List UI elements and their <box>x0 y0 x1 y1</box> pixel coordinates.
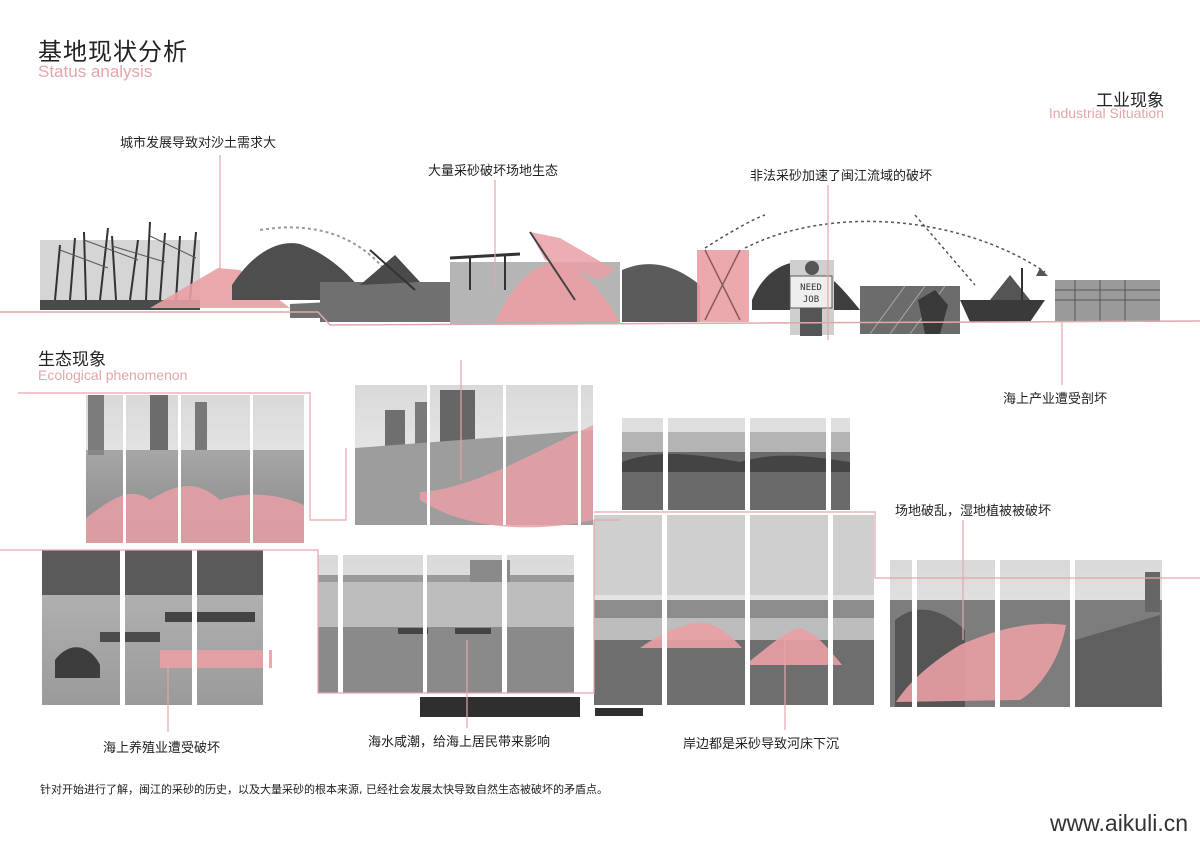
industrial-subtitle: Industrial Situation <box>1048 105 1164 121</box>
rail-photo <box>860 285 960 335</box>
photo-strip-dark <box>420 697 580 717</box>
caption-aquaculture: 海上养殖业遭受破坏 <box>103 741 221 756</box>
footnote: 针对开始进行了解，闽江的采砂的历史，以及大量采砂的根本来源, 已经社会发展太快导… <box>40 783 608 796</box>
caption-riverbed: 岸边都是采砂导致河床下沉 <box>683 737 840 752</box>
photo-fish-farm <box>42 550 272 705</box>
page-title: 基地现状分析 <box>38 38 188 66</box>
caption-salt-tide: 海水咸潮，给海上居民带来影响 <box>368 735 551 750</box>
flow-arrow <box>259 226 386 271</box>
dark-pile-photo <box>622 264 700 322</box>
caption-illegal-mining: 非法采砂加速了闽江流域的破坏 <box>750 169 933 184</box>
photo-riverbank-grass <box>622 418 850 510</box>
caption-ecology-damage: 大量采砂破坏场地生态 <box>428 164 559 179</box>
photo-sand-beach <box>594 515 874 705</box>
industrial-strip: NEED JOB <box>40 214 1160 336</box>
photo-river-view <box>318 555 574 693</box>
watermark: www.aikuli.cn <box>1049 810 1188 836</box>
flow-arrow <box>914 214 976 286</box>
photo-construction-field <box>86 395 304 543</box>
structure-photo <box>697 249 749 322</box>
connector-lines <box>0 360 1200 732</box>
caption-sand-demand: 城市发展导致对沙土需求大 <box>120 136 277 151</box>
ecological-subtitle: Ecological phenomenon <box>38 367 188 383</box>
flow-arrow <box>704 214 766 249</box>
photo-wetland-path <box>890 560 1162 707</box>
photo-demolition-site <box>355 385 593 528</box>
crane-cluster-photo <box>40 221 200 310</box>
page-subtitle: Status analysis <box>38 62 153 81</box>
photo-strip-dark <box>595 708 643 716</box>
ecological-photos <box>42 385 1162 717</box>
boat-photo <box>960 268 1045 322</box>
barge-photo <box>320 249 450 322</box>
sign-text-2: JOB <box>803 295 819 305</box>
caption-marine-industry: 海上产业遭受剖坏 <box>1003 392 1108 407</box>
flow-arrow <box>744 220 1046 273</box>
sign-text-1: NEED <box>800 283 822 293</box>
factory-photo <box>1055 280 1160 322</box>
industrial-title: 工业现象 <box>1096 91 1164 111</box>
ground-line <box>0 311 1200 326</box>
gantry-photo <box>449 231 620 324</box>
ecological-title: 生态现象 <box>38 350 106 370</box>
caption-wetland: 场地破乱，湿地植被被破坏 <box>895 504 1052 519</box>
